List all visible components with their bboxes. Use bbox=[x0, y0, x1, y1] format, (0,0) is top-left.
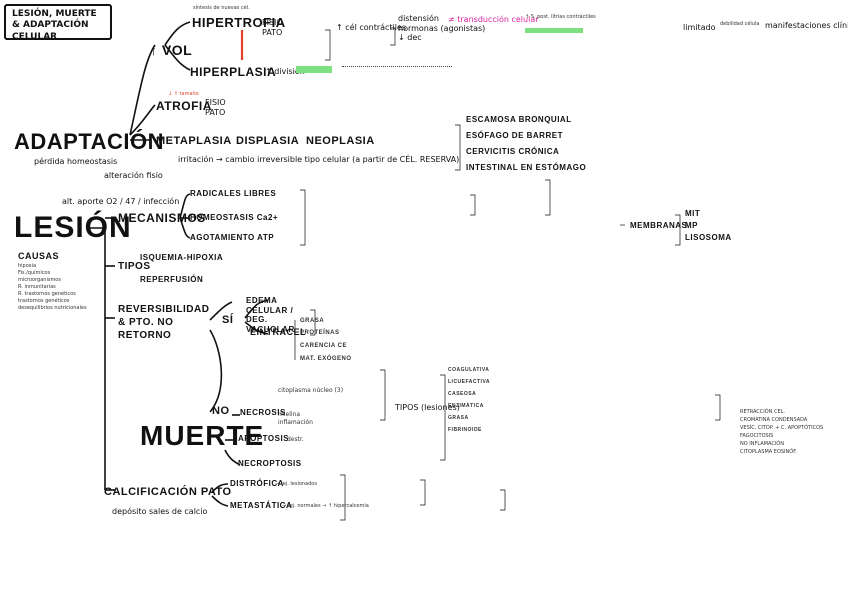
citoplasma-label: citoplasma núcleo (3) bbox=[278, 387, 344, 394]
mat-exogeno-label: MAT. EXÓGENO bbox=[300, 356, 352, 362]
causas-label: CAUSAS bbox=[18, 251, 60, 261]
homeostasis-label: HOMEOSTASIS Ca2+ bbox=[190, 213, 279, 222]
esofago-label: ESÓFAGO DE BARRET bbox=[466, 131, 563, 140]
adaptacion-sub-right: alteración fisio bbox=[104, 171, 163, 180]
muerte-right-0: RETRACCIÓN CEL. bbox=[740, 409, 786, 415]
vol-up-label: ↑ VOL bbox=[150, 42, 193, 58]
enzimatica-label: ENZIMÁTICA bbox=[448, 403, 484, 409]
causas-3: R. inmunitarias bbox=[18, 284, 56, 290]
contractiles-label: ↑ cél contráctiles bbox=[336, 23, 407, 32]
causas-1: Fis./químicos bbox=[18, 270, 51, 276]
highlight-note-2 bbox=[296, 66, 332, 73]
necrosis-label: NECROSIS bbox=[240, 408, 286, 417]
causas-2: microorganismos bbox=[18, 277, 61, 283]
cervicitis-label: CERVICITIS CRÓNICA bbox=[466, 147, 560, 156]
edema-label: EDEMA CELULAR / DEG. VACUOLAR bbox=[246, 296, 295, 334]
lesion-alt: alt. aporte O2 / 47 / infección bbox=[62, 197, 180, 206]
right-notes-1: ↑ S. post. lítrias contráctiles bbox=[525, 14, 596, 20]
muerte-right-4: NO INFLAMACIÓN bbox=[740, 441, 784, 447]
highlight-note-1 bbox=[525, 28, 583, 33]
grasa-necrosis-label: GRASA bbox=[448, 415, 469, 421]
mit-label: MIT bbox=[685, 209, 701, 218]
adaptacion-sub-left: pérdida homeostasis bbox=[34, 157, 118, 166]
debilidad-label: debilidad célula bbox=[720, 21, 760, 27]
hipertrofia-label: HIPERTROFIA bbox=[192, 15, 286, 30]
hiperplasia-label: HIPERPLASIA bbox=[190, 65, 277, 79]
distension-list: distensión hormonas (agonistas) ↓ dec bbox=[398, 14, 486, 43]
eintracel-label: EINTRACEL bbox=[250, 327, 306, 337]
no-label: NO bbox=[212, 405, 230, 417]
tipos-label: TIPOS bbox=[118, 261, 151, 272]
distrofica-note: → tej. lesionados bbox=[275, 481, 317, 487]
radicales-label: RADICALES LIBRES bbox=[190, 189, 277, 198]
atrofia-note: ↓ ↑ tamaño bbox=[168, 91, 199, 97]
si-label: SÍ bbox=[222, 314, 234, 326]
necroptosis-label: NECROPTOSIS bbox=[238, 459, 302, 468]
mecanismos-label: MECANISMOS bbox=[118, 211, 206, 225]
reversibilidad-label: REVERSIBILIDAD & PTO. NO RETORNO bbox=[118, 304, 210, 341]
calcificacion-label: CALCIFICACIÓN PATO bbox=[104, 486, 232, 498]
muerte-right-1: CROMATINA CONDENSADA bbox=[740, 417, 808, 423]
displasia-label: DISPLASIA bbox=[236, 135, 300, 147]
muerte-right-3: FAGOCITOSIS bbox=[740, 433, 774, 439]
coagulativa-label: COAGULATIVA bbox=[448, 367, 490, 373]
lisosoma-label: LISOSOMA bbox=[685, 233, 732, 242]
metastatica-label: METASTÁTICA bbox=[230, 501, 293, 510]
hipertrofia-note: síntesis de nuevas cél. bbox=[193, 5, 250, 11]
causas-4: R. trastornos genéticos bbox=[18, 291, 76, 297]
lesion-label: LESIÓN bbox=[14, 211, 132, 244]
hiperplasia-note-line bbox=[342, 66, 452, 71]
muerte-right-5: CITOPLASMA EOSINÓF. bbox=[740, 449, 797, 455]
inflamacion-label: inflamación bbox=[278, 419, 313, 426]
muerte-right-2: VESÍC. CITOP. + C. APOPTÓTICOS bbox=[740, 425, 824, 431]
adaptacion-label: ADAPTACIÓN bbox=[14, 129, 165, 154]
fibrinoide-label: FIBRINOIDE bbox=[448, 427, 482, 433]
muerte-label: MUERTE bbox=[140, 420, 265, 451]
page-title: LESIÓN, MUERTE & ADAPTACIÓN CELULAR bbox=[4, 4, 112, 42]
neoplasia-label: NEOPLASIA bbox=[306, 135, 375, 147]
intestinal-label: INTESTINAL EN ESTÓMAGO bbox=[466, 163, 587, 172]
fisio-pato-2: FISIO PATO bbox=[205, 98, 226, 117]
limitado-label: limitado bbox=[683, 23, 716, 32]
mp-label: MP bbox=[685, 221, 698, 230]
division-label: ↑ división bbox=[265, 67, 305, 76]
carencia-label: CARENCIA CE bbox=[300, 343, 347, 349]
apoptosis-note: destr. bbox=[287, 436, 304, 443]
escamosa-label: ESCAMOSA BRONQUIAL bbox=[466, 115, 572, 124]
agotamiento-label: AGOTAMIENTO ATP bbox=[190, 233, 275, 242]
irritacion-note: irritación → cambio irreversible tipo ce… bbox=[178, 155, 460, 164]
membranas-label: MEMBRANAS bbox=[630, 221, 688, 230]
manifestaciones-label: manifestaciones clínicas bbox=[765, 21, 848, 30]
metastatica-note: → tej. normales → ↑ hipercalcemia bbox=[282, 503, 369, 509]
fisio-pato-1: FISIO PATO bbox=[262, 18, 283, 37]
grasa-label: GRASA bbox=[300, 318, 325, 324]
deposito-label: depósito sales de calcio bbox=[112, 507, 208, 516]
atrofia-label: ATROFIA bbox=[156, 99, 212, 113]
causas-6: desequilibrios nutricionales bbox=[18, 305, 87, 311]
reperfusion-label: REPERFUSIÓN bbox=[140, 275, 204, 284]
apoptosis-label: APOPTOSIS bbox=[238, 434, 290, 443]
causas-0: hipoxia bbox=[18, 263, 37, 269]
proteinas-label: PROTEÍNAS bbox=[300, 330, 340, 336]
mielina-label: mielina bbox=[278, 411, 301, 418]
caseosa-label: CASEOSA bbox=[448, 391, 477, 397]
tipos-lesiones-label: TIPOS (lesiones) bbox=[395, 403, 460, 412]
distrofica-label: DISTRÓFICA bbox=[230, 479, 284, 488]
isquemia-label: ISQUEMIA-HIPOXIA bbox=[140, 253, 224, 262]
metaplasia-label: METAPLASIA bbox=[156, 135, 232, 147]
causas-5: trastornos genéticos bbox=[18, 298, 70, 304]
transduccion-label: ≠ transducción celular bbox=[448, 15, 539, 24]
licuefactiva-label: LICUEFACTIVA bbox=[448, 379, 491, 385]
